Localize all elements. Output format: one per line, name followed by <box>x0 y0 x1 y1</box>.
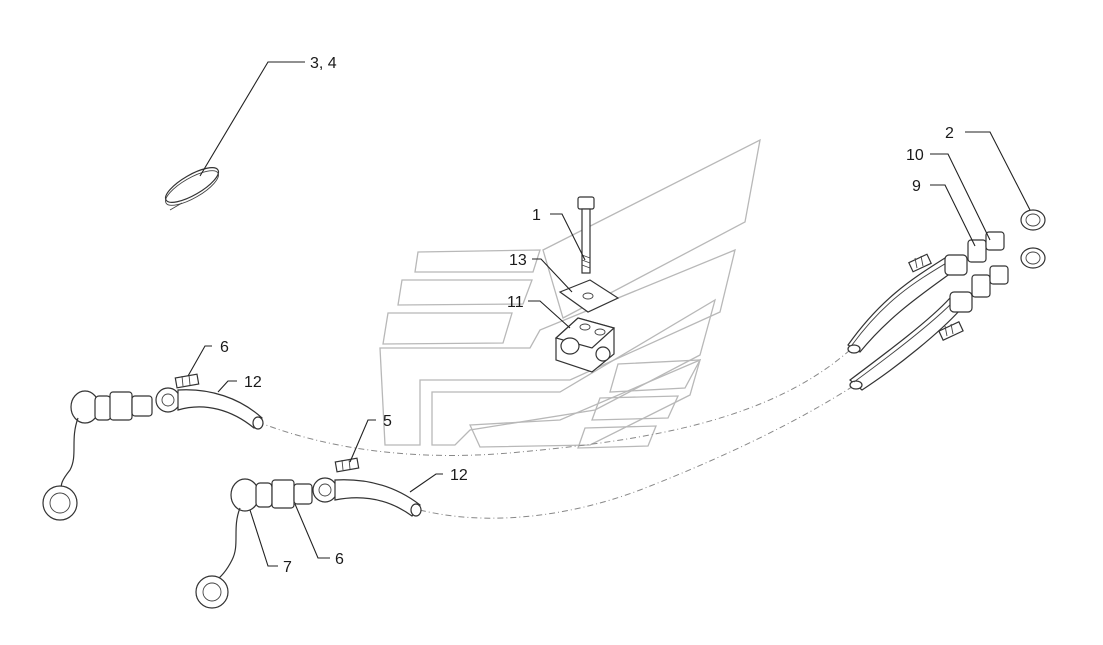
callout-1: 1 <box>532 207 541 224</box>
callout-9: 9 <box>912 178 921 195</box>
callout-11: 11 <box>507 294 524 311</box>
callout-labels: 3, 4 1 13 11 2 10 9 6 12 5 12 7 6 <box>220 55 954 576</box>
logo-bar-2 <box>397 279 533 306</box>
callout-12-lower: 12 <box>450 467 468 484</box>
hose-left-upper <box>177 389 264 430</box>
small-clamp-right-1 <box>908 253 932 273</box>
bolt <box>577 196 595 274</box>
plate-hole <box>582 292 594 300</box>
callout-7: 7 <box>283 559 292 576</box>
hose-clamp-ring <box>164 167 220 211</box>
leader-lines <box>187 61 1031 567</box>
callout-6-upper: 6 <box>220 339 229 356</box>
hose-route-upper <box>257 349 851 456</box>
callout-6-lower: 6 <box>335 551 344 568</box>
callout-10: 10 <box>906 147 924 164</box>
clamp-plate <box>558 279 620 313</box>
dust-cap-strap-lower <box>195 507 241 609</box>
hose-right-lower <box>849 297 961 391</box>
quick-coupling-lower <box>230 478 313 512</box>
hose-route-lower <box>419 384 856 519</box>
small-clamp-left-upper <box>174 373 200 389</box>
dust-cap-strap-upper <box>42 417 79 521</box>
callout-2: 2 <box>945 125 954 142</box>
fitting-right-lower <box>949 265 1009 313</box>
fitting-right-upper <box>944 231 1005 276</box>
logo-bar-1 <box>414 249 541 273</box>
nut-lower <box>1020 247 1046 269</box>
logo-bar-5 <box>591 395 680 421</box>
quick-coupling-upper <box>70 390 153 424</box>
hose-left-lower <box>334 479 422 517</box>
small-clamp-left-lower <box>334 457 360 473</box>
nut-left-upper <box>155 387 181 413</box>
nut-upper <box>1020 209 1046 231</box>
logo-bar-6 <box>577 425 657 449</box>
logo-bar-3 <box>382 312 513 345</box>
logo-chevron-outer <box>379 248 736 446</box>
watermark-logo <box>379 138 761 449</box>
logo-chevron-inner <box>469 358 702 448</box>
nut-left-lower <box>312 477 338 503</box>
hose-right-upper <box>847 257 956 354</box>
callout-3-4: 3, 4 <box>310 55 337 72</box>
callout-12-upper: 12 <box>244 374 262 391</box>
clamp-block <box>554 317 616 373</box>
small-clamp-right-2 <box>938 321 964 341</box>
logo-bar-4 <box>609 359 702 393</box>
callout-13: 13 <box>509 252 527 269</box>
logo-stripe-top <box>542 138 761 319</box>
callout-5: 5 <box>383 413 392 430</box>
